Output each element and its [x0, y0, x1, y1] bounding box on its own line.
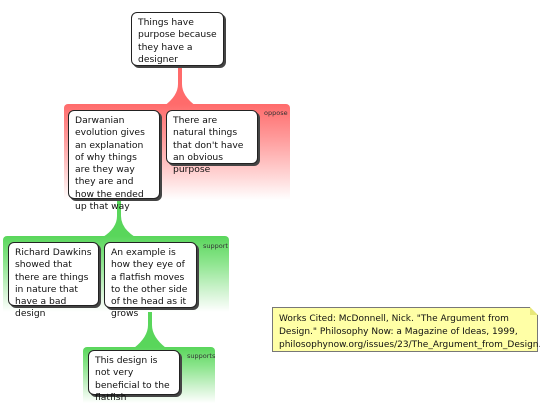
support-node-flatfish-example[interactable]: An example is how they eye of a flatfish…: [104, 242, 197, 319]
oppose-label: oppose: [264, 109, 288, 117]
works-cited-text: Works Cited: McDonnell, Nick. "The Argum…: [279, 314, 540, 350]
supports-node-not-beneficial-text: This design is not very beneficial to th…: [95, 355, 170, 403]
oppose-node-darwinian[interactable]: Darwanian evolution gives an explanation…: [68, 110, 160, 212]
support-node-dawkins-text: Richard Dawkins showed that there are th…: [15, 247, 92, 320]
support-label: support: [203, 242, 228, 250]
oppose-node-natural-things-text: There are natural things that don't have…: [173, 115, 244, 176]
support-to-supports-connector: [134, 305, 166, 348]
oppose-node-darwinian-text: Darwanian evolution gives an explanation…: [75, 115, 145, 213]
oppose-node-natural-things[interactable]: There are natural things that don't have…: [166, 110, 258, 175]
support-node-dawkins[interactable]: Richard Dawkins showed that there are th…: [8, 242, 99, 319]
oppose-to-support-connector: [103, 198, 135, 237]
note-fold-corner: [530, 307, 538, 315]
supports-node-not-beneficial[interactable]: This design is not very beneficial to th…: [88, 350, 180, 403]
supports-label: supports: [187, 352, 216, 360]
root-claim-node[interactable]: Things have purpose because they have a …: [131, 12, 224, 66]
support-node-flatfish-example-text: An example is how they eye of a flatfish…: [111, 247, 188, 320]
root-to-oppose-connector: [164, 62, 196, 106]
root-claim-text: Things have purpose because they have a …: [138, 17, 217, 65]
works-cited-note[interactable]: Works Cited: McDonnell, Nick. "The Argum…: [272, 307, 540, 352]
